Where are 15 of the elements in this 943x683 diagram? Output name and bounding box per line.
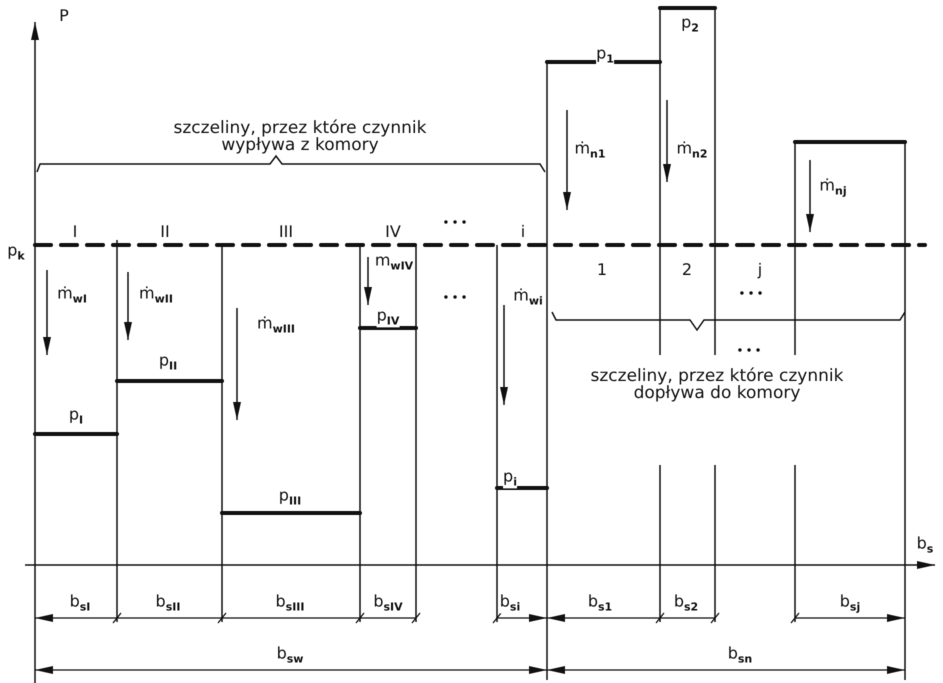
bracket-caption: szczeliny, przez które czynnik dopływa do komory <box>590 368 844 402</box>
bracket-caption: szczeliny, przez które czynnik wypływa z komory <box>172 120 428 154</box>
symbol-label: b$_{sn}$ <box>728 644 752 666</box>
symbol-label: b$_{sII}$ <box>156 592 180 614</box>
symbol-label: b$_{sI}$ <box>70 592 90 614</box>
symbol-label: b$_{sIII}$ <box>276 592 304 614</box>
symbol-label: j <box>758 261 762 279</box>
symbol-label: b$_{sIV}$ <box>373 592 403 614</box>
symbol-label: ṁ$_{nj}$ <box>819 176 847 198</box>
symbol-label: b$_{s2}$ <box>674 592 698 614</box>
symbol-label: b$_{sj}$ <box>840 592 860 614</box>
symbol-label: b$_{si}$ <box>500 592 520 614</box>
symbol-label: b$_{sw}$ <box>276 644 304 666</box>
symbol-label: b$_{s1}$ <box>588 592 612 614</box>
symbol-label: b$_{s}$ <box>916 534 934 556</box>
